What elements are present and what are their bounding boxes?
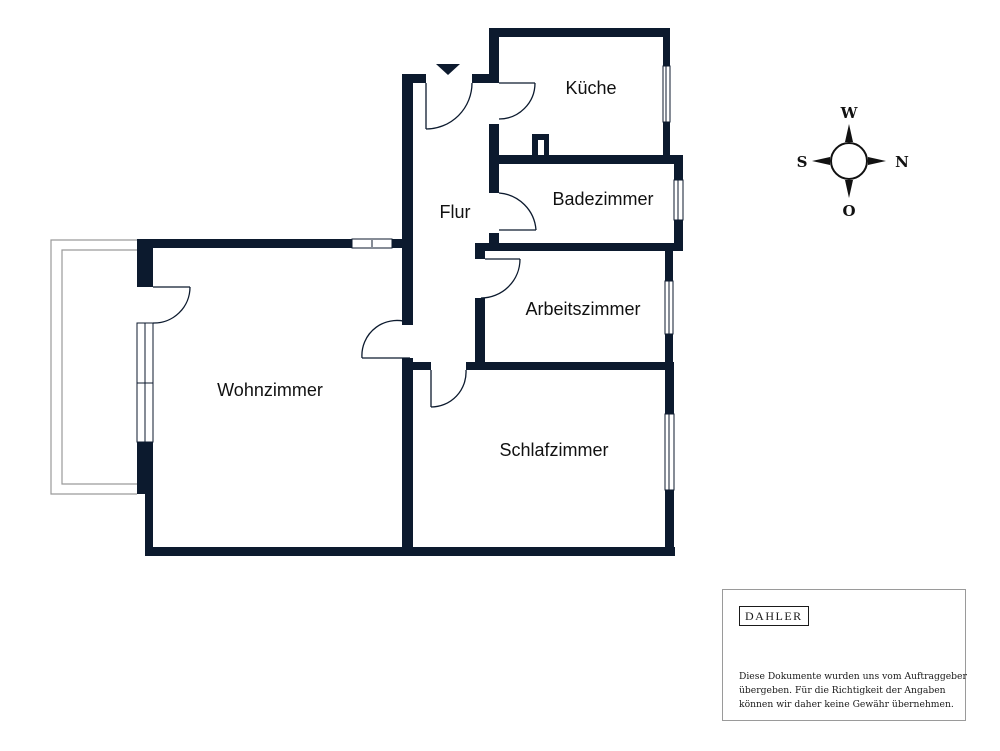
compass-east: O	[842, 202, 855, 220]
room-label-kueche: Küche	[565, 78, 616, 98]
room-label-schlafzimmer: Schlafzimmer	[499, 440, 608, 460]
disclaimer-line: Diese Dokumente wurden uns vom Auftragge…	[739, 671, 967, 682]
compass-west: W	[840, 104, 859, 122]
entrance-arrow-icon	[436, 64, 460, 75]
disclaimer-line: können wir daher keine Gewähr übernehmen…	[739, 699, 954, 710]
walls	[137, 28, 683, 556]
disclaimer-box: DAHLER Diese Dokumente wurden uns vom Au…	[722, 589, 967, 721]
disclaimer-text: Diese Dokumente wurden uns vom Auftragge…	[739, 670, 967, 712]
brand-logo: DAHLER	[739, 606, 809, 626]
window-mullions	[137, 66, 679, 490]
disclaimer-line: übergeben. Für die Richtigkeit der Angab…	[739, 685, 946, 696]
shaft	[538, 140, 544, 155]
compass-south: S	[797, 153, 808, 171]
balcony	[50, 239, 137, 495]
room-label-badezimmer: Badezimmer	[552, 189, 653, 209]
room-label-flur: Flur	[440, 202, 471, 222]
room-label-wohnzimmer: Wohnzimmer	[217, 380, 323, 400]
compass-north: N	[895, 153, 909, 171]
compass-rose-icon	[812, 124, 886, 198]
doors	[152, 82, 537, 408]
room-label-arbeitszimmer: Arbeitszimmer	[525, 299, 640, 319]
